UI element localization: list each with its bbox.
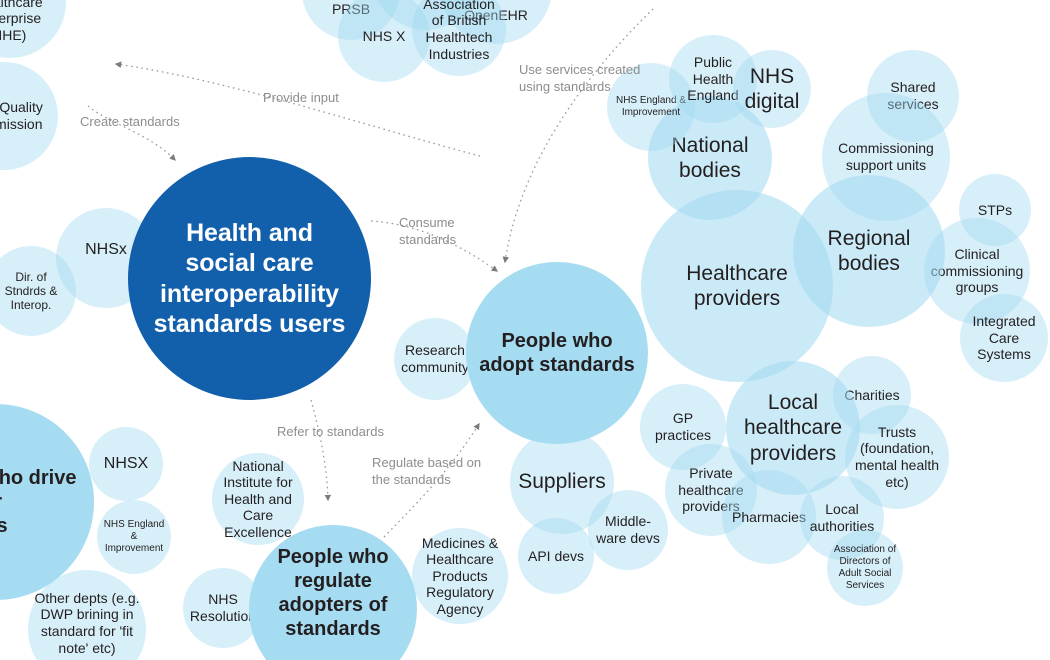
bubble-hub-health-and-social-care-interoperability-standards-users: Health and social care interoperability … [128,157,371,400]
bubble-label: PRSB [331,0,371,17]
bubble-shared-services: Shared services [867,50,959,142]
bubble-label: Research community [401,342,469,375]
bubble-nhs-resolution: NHS Resolution [183,568,263,648]
bubble-api-devs: API devs [518,518,594,594]
bubble-label: Local authorities [809,501,875,534]
bubble-label: Integrated Care Systems [972,313,1036,363]
bubble-label: GP practices [654,410,712,443]
bubble-label: Charities [844,386,900,403]
bubble-care-quality-commission: Care Quality Commission [0,62,58,170]
bubble-nice: National Institute for Health and Care E… [212,453,304,545]
bubble-label: NHSX [103,454,149,472]
bubble-label: Regional bodies [827,226,911,275]
bubble-label: Clinical commissioning groups [930,246,1024,296]
bubble-label: NHS Resolution [189,591,257,624]
bubble-label: People who drive policy for standards [0,467,77,537]
bubble-label: Private healthcare providers [678,465,744,515]
bubble-local-healthcare-providers: Local healthcare providers [726,361,860,495]
bubble-label: Care Quality Commission [0,99,43,132]
bubble-suppliers: Suppliers [510,430,614,534]
bubble-label: Other depts (e.g. DWP brining in standar… [34,589,140,656]
bubble-integrated-care-systems: Integrated Care Systems [960,294,1048,382]
bubble-label: Association of Directors of Adult Social… [833,544,897,591]
bubble-stps: STPs [959,174,1031,246]
edge-create-standards [87,105,176,161]
edge-label-provide-input: Provide input [263,90,339,105]
bubble-local-authorities: Local authorities [800,476,884,560]
bubble-other-depts: Other depts (e.g. DWP brining in standar… [28,570,146,660]
bubble-label: STPs [977,201,1013,218]
bubble-label: Pharmacies [732,508,806,525]
edge-consume-standards [370,220,499,272]
bubble-label: Commissioning support units [838,140,934,173]
bubble-public-health-england: Public Health England [669,35,757,123]
bubble-label: Trusts (foundation, mental health etc) [854,423,940,490]
bubble-gp-practices: GP practices [640,384,726,470]
bubble-pharmacies: Pharmacies [722,470,816,564]
edge-label-regulate-based-on-the-standards: Regulate based on the standards [372,455,482,487]
bubble-label: Local healthcare providers [743,391,843,465]
bubble-label: Health and social care interoperability … [153,218,346,339]
bubble-label: Healthcare providers [686,261,788,310]
bubble-research-community: Research community [394,318,476,400]
bubble-label: NHS digital [744,64,800,113]
bubble-label: Suppliers [518,470,606,494]
bubble-abhi: Association of British Healthtech Indust… [412,0,506,76]
edge-label-create-standards: Create standards [80,114,180,129]
bubble-label: NHS England & Improvement [103,519,165,554]
bubble-label: Association of British Healthtech Indust… [423,0,495,62]
bubble-trusts: Trusts (foundation, mental health etc) [845,405,949,509]
bubble-nhs-digital: NHS digital [733,50,811,128]
bubble-nhsx-policy: NHSX [89,427,163,501]
edge-refer-to-standards [310,399,332,502]
bubble-mhra: Medicines & Healthcare Products Regulato… [412,528,508,624]
bubble-label: Dir. of Stndrds & Interop. [4,269,58,313]
bubble-label: People who regulate adopters of standard… [277,546,389,640]
bubble-label: API devs [527,547,585,564]
bubble-label: National Institute for Health and Care E… [223,457,293,540]
bubble-people-who-adopt-standards: People who adopt standards [466,262,648,444]
bubble-ihe: Integrating the healthcare enterprise (I… [0,0,66,58]
bubble-label: National bodies [671,133,749,182]
edge-label-refer-to-standards: Refer to standards [277,424,384,439]
bubble-nhs-england-improvement-policy: NHS England & Improvement [97,500,171,574]
bubble-healthcare-providers: Healthcare providers [641,190,833,382]
bubble-private-healthcare-providers: Private healthcare providers [665,444,757,536]
bubble-dir-standards-interop: Dir. of Stndrds & Interop. [0,246,76,336]
bubble-middleware-devs: Middle- ware devs [588,490,668,570]
bubble-label: Shared services [887,79,939,112]
edge-provide-input [114,61,481,157]
bubble-people-who-regulate-adopters: People who regulate adopters of standard… [249,525,417,660]
bubble-label: Integrating the healthcare enterprise (I… [0,0,43,43]
bubble-label: Medicines & Healthcare Products Regulato… [421,534,499,617]
bubble-label: NHS X [362,27,406,44]
edge-regulate-based-on-the-standards [383,422,480,538]
bubble-label: Public Health England [687,54,739,104]
edge-label-consume-standards: Consume standards [399,215,457,247]
bubble-label: People who adopt standards [479,330,635,376]
bubble-label: Middle- ware devs [596,513,660,546]
bubble-adass: Association of Directors of Adult Social… [827,530,903,606]
bubble-label: NHSx [85,240,127,258]
